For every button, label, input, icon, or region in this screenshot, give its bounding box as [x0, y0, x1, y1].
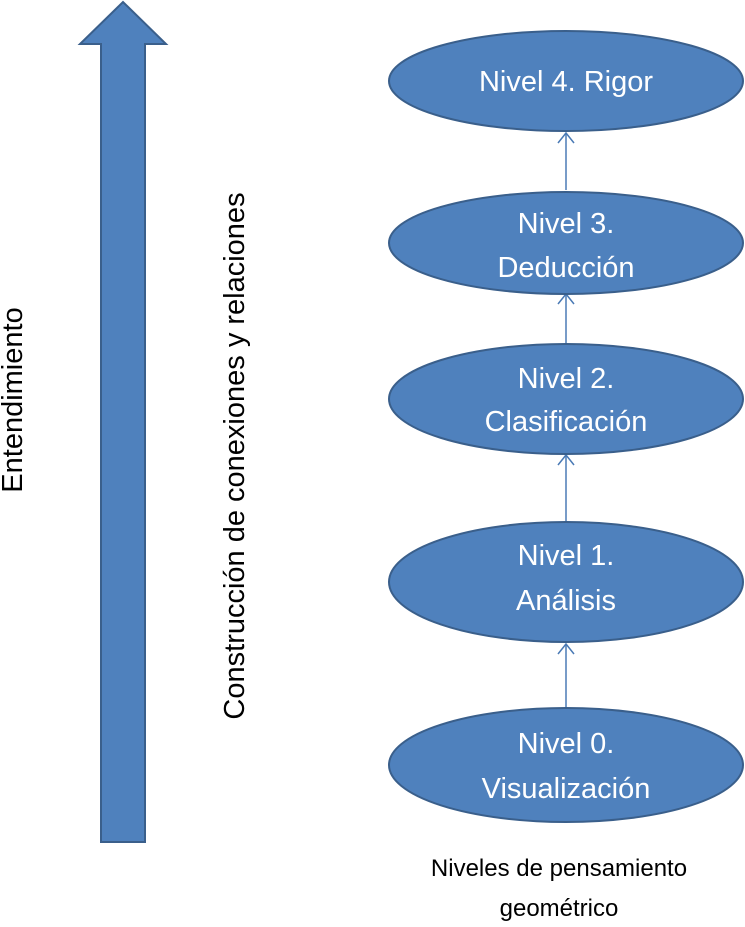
level-0-node: Nivel 0. Visualización	[388, 707, 744, 823]
level-0-label-line1: Nivel 0.	[518, 728, 615, 760]
level-3-node: Nivel 3. Deducción	[388, 191, 744, 295]
level-4-label: Nivel 4. Rigor	[479, 66, 653, 98]
understanding-label: Entendimiento	[0, 307, 29, 492]
level-3-label-line2: Deducción	[497, 252, 634, 284]
connector-2-to-3	[557, 292, 575, 343]
connector-0-to-1	[557, 642, 575, 707]
connector-1-to-2	[557, 453, 575, 521]
level-1-label-line1: Nivel 1.	[518, 540, 615, 572]
level-0-ellipse	[388, 707, 744, 823]
connector-3-to-4	[557, 131, 575, 190]
level-4-node: Nivel 4. Rigor	[388, 30, 744, 132]
level-2-node: Nivel 2. Clasificación	[388, 343, 744, 455]
level-4-ellipse	[388, 30, 744, 132]
level-2-label-line1: Nivel 2.	[518, 363, 615, 395]
understanding-arrow	[77, 0, 169, 843]
level-1-node: Nivel 1. Análisis	[388, 521, 744, 643]
level-1-ellipse	[388, 521, 744, 643]
level-1-label-line2: Análisis	[516, 585, 616, 617]
construction-label: Construcción de conexiones y relaciones	[219, 192, 251, 719]
level-0-label-line2: Visualización	[482, 773, 651, 805]
level-2-label-line2: Clasificación	[485, 406, 648, 438]
level-3-label-line1: Nivel 3.	[518, 208, 615, 240]
caption-line1: Niveles de pensamiento	[431, 855, 687, 882]
caption-line2: geométrico	[500, 895, 619, 922]
level-3-ellipse	[388, 191, 744, 295]
level-2-ellipse	[388, 343, 744, 455]
